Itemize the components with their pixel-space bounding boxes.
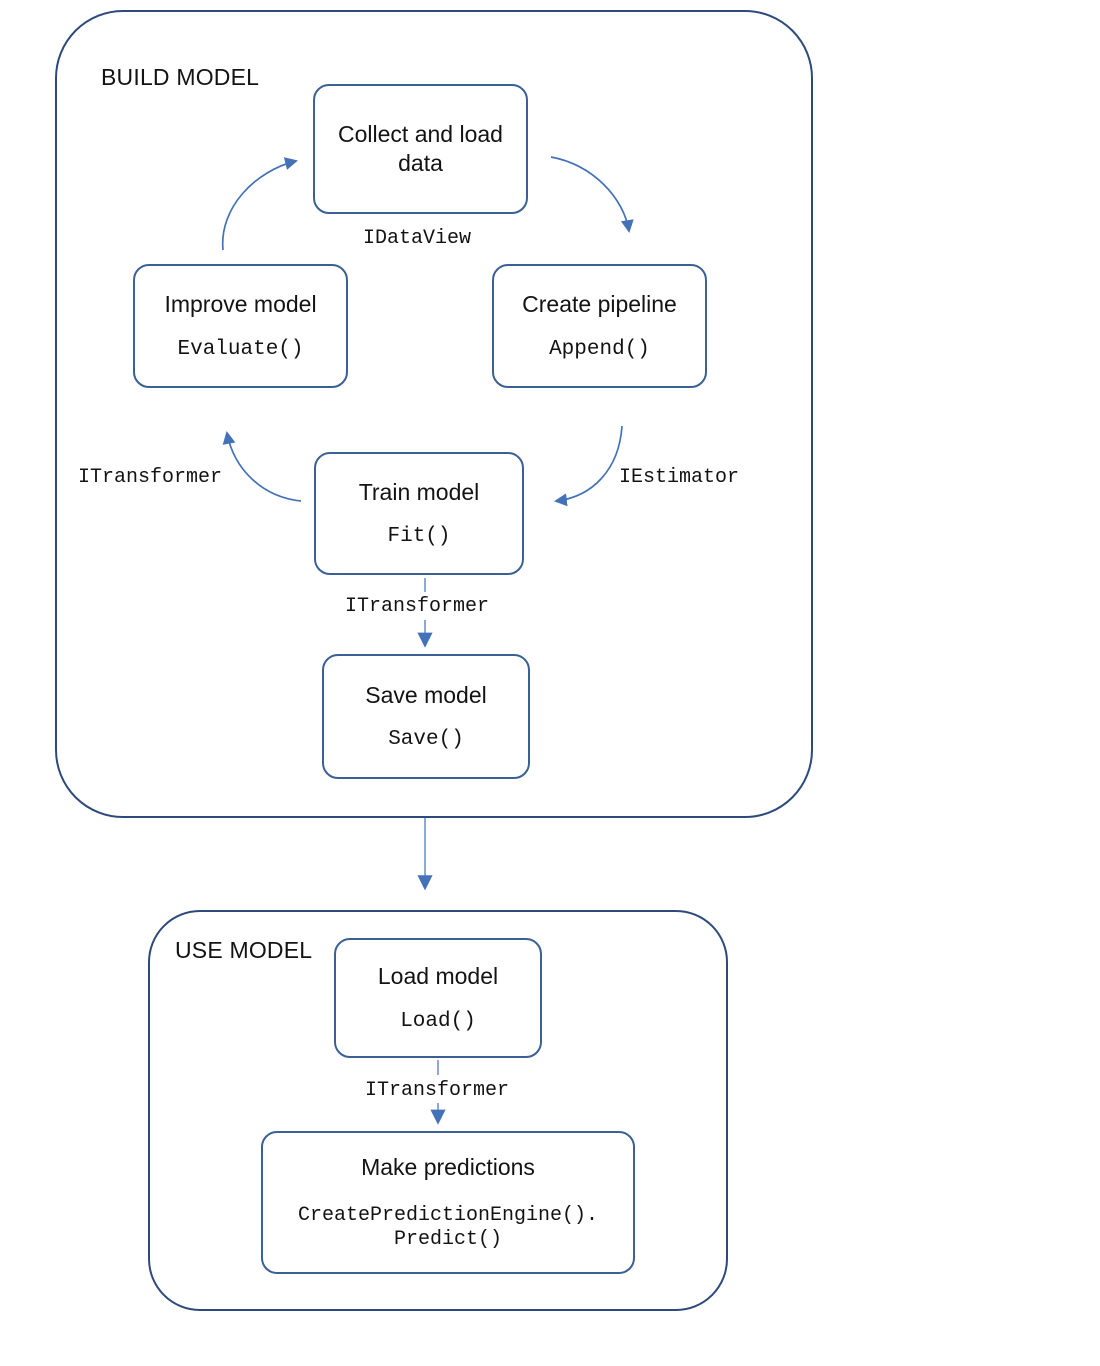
edge-label-itransformer-load-to-predict: ITransformer — [365, 1079, 510, 1102]
node-collect-and-load-data[interactable]: Collect and load data — [313, 84, 528, 214]
group-build-model-label: BUILD MODEL — [101, 64, 260, 90]
group-use-model — [148, 910, 728, 1311]
node-improve-model[interactable]: Improve model Evaluate() — [133, 264, 348, 388]
group-build-model — [55, 10, 813, 818]
node-train-model-api: Fit() — [387, 525, 451, 549]
node-save-model-api: Save() — [388, 728, 464, 752]
node-save-model-title: Save model — [365, 681, 487, 708]
node-make-predictions[interactable]: Make predictions CreatePredictionEngine(… — [261, 1131, 635, 1274]
node-load-model-api: Load() — [400, 1009, 476, 1033]
node-make-predictions-api: CreatePredictionEngine(). Predict() — [297, 1203, 599, 1251]
node-save-model[interactable]: Save model Save() — [322, 654, 530, 779]
node-create-pipeline-title: Create pipeline — [522, 291, 677, 318]
node-create-pipeline-api: Append() — [549, 337, 650, 361]
edge-label-itransformer-train-to-save: ITransformer — [345, 595, 490, 618]
node-train-model-title: Train model — [358, 478, 480, 505]
node-load-model-title: Load model — [377, 963, 499, 990]
node-create-pipeline[interactable]: Create pipeline Append() — [492, 264, 707, 388]
node-load-model[interactable]: Load model Load() — [334, 938, 542, 1058]
edge-label-idataview: IDataView — [363, 227, 472, 250]
edge-label-itransformer-train-to-improve: ITransformer — [78, 466, 223, 489]
node-improve-model-title: Improve model — [164, 291, 317, 318]
node-train-model[interactable]: Train model Fit() — [314, 452, 524, 575]
node-make-predictions-title: Make predictions — [361, 1154, 535, 1181]
node-collect-and-load-data-title: Collect and load data — [338, 121, 503, 176]
group-use-model-label: USE MODEL — [175, 937, 313, 963]
node-improve-model-api: Evaluate() — [177, 337, 304, 361]
edge-label-iestimator: IEstimator — [619, 466, 740, 489]
